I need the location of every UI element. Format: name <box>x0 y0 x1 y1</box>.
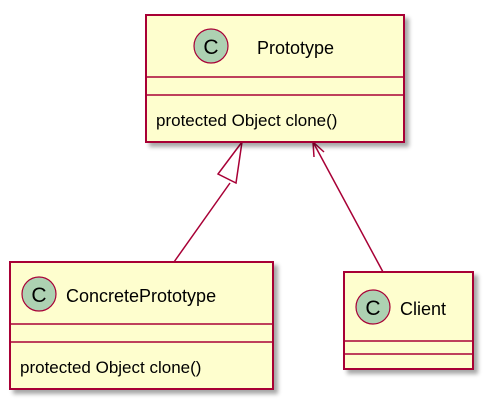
class-name: Client <box>400 299 446 319</box>
class-prototype[interactable]: C Prototype protected Object clone() <box>145 14 405 143</box>
class-method: protected Object clone() <box>156 111 337 130</box>
relation-generalization <box>173 141 243 263</box>
class-badge-icon: C <box>193 28 229 64</box>
badge-letter: C <box>365 297 380 320</box>
class-badge-icon: C <box>355 289 391 325</box>
class-name: ConcretePrototype <box>66 286 216 306</box>
generalization-arrowhead <box>216 141 243 185</box>
relation-association <box>312 140 384 273</box>
class-method: protected Object clone() <box>20 358 201 377</box>
class-client[interactable]: C Client <box>343 271 474 370</box>
class-badge-icon: C <box>21 276 57 312</box>
class-concrete-prototype[interactable]: C ConcretePrototype protected Object clo… <box>9 261 274 390</box>
association-arrowhead <box>312 140 325 158</box>
badge-letter: C <box>203 36 218 59</box>
badge-letter: C <box>31 284 46 307</box>
class-name: Prototype <box>257 38 334 58</box>
